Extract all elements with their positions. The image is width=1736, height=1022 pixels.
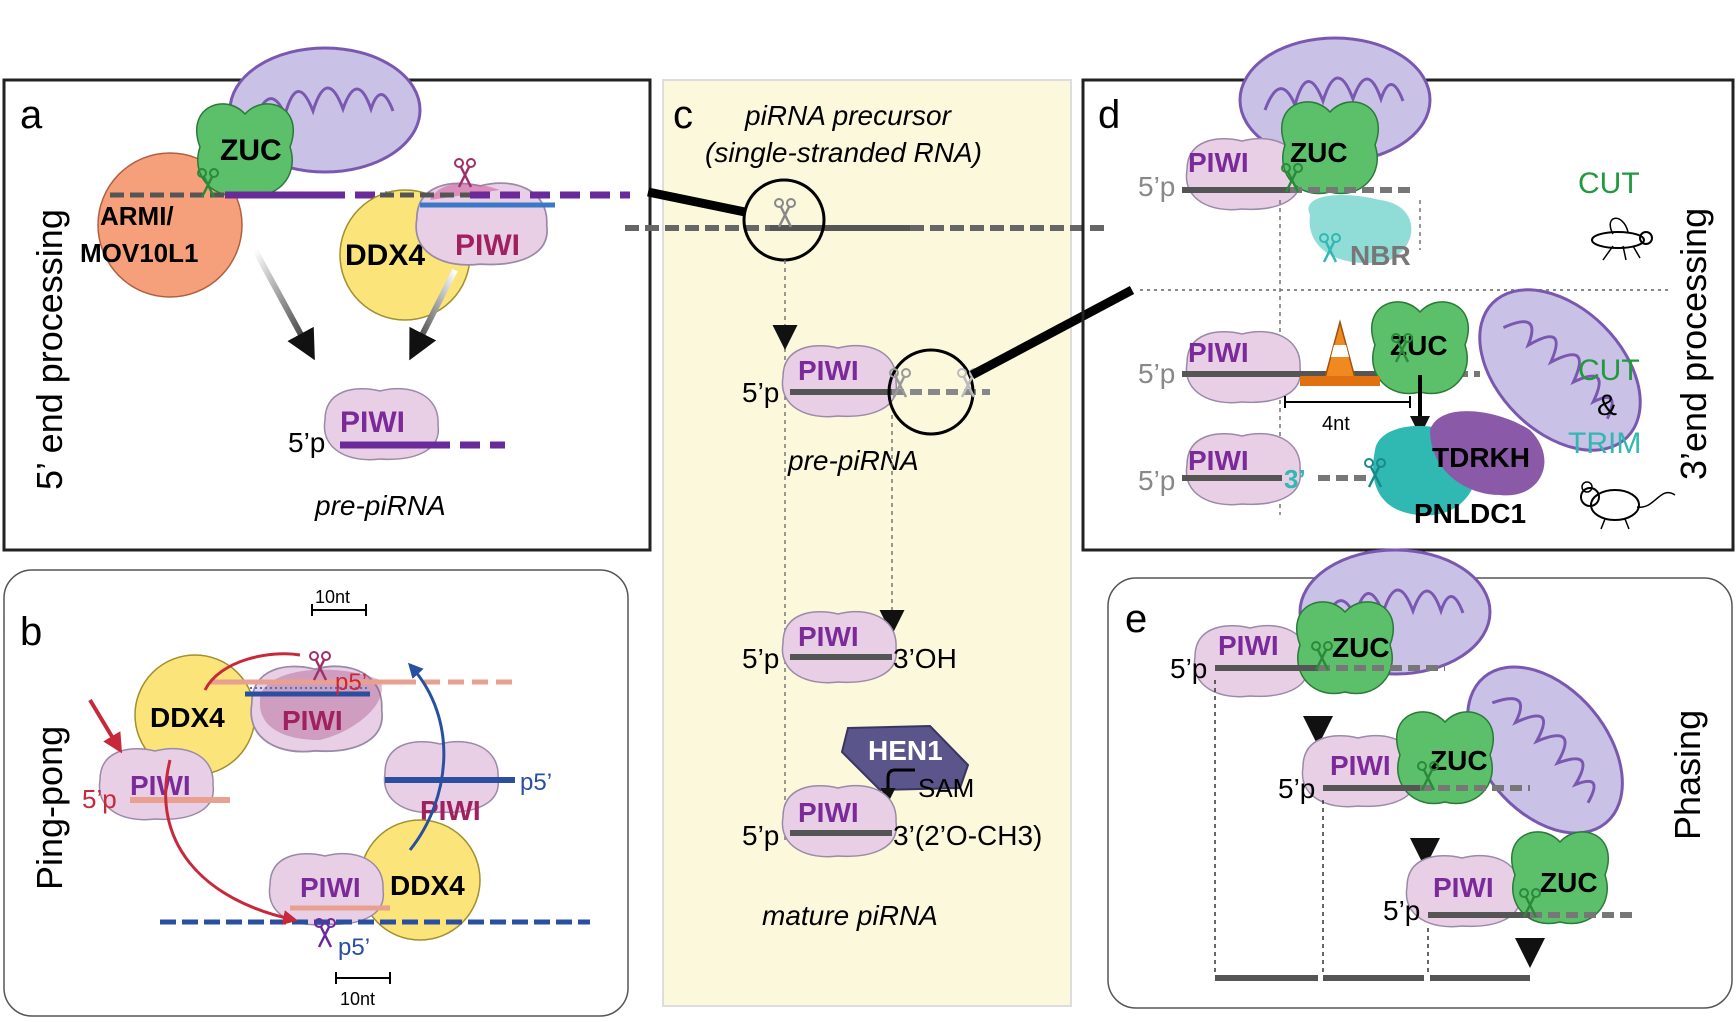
piwi-left-label: PIWI: [130, 770, 191, 801]
d-piwi-2: PIWI: [1188, 337, 1249, 368]
piwi-top-label: PIWI: [282, 705, 343, 736]
five-prime-1: 5’p: [742, 377, 779, 408]
cycle-arc-red: [203, 652, 301, 691]
panel-b-letter: b: [20, 610, 42, 654]
d-five-prime-1: 5’p: [1138, 171, 1175, 202]
e-five-prime-3: 5’p: [1383, 895, 1420, 926]
precursor-line1: piRNA precursor: [744, 100, 953, 131]
five-prime-3: 5’p: [742, 820, 779, 851]
pnldc1-label: PNLDC1: [1414, 498, 1526, 529]
hen1-label: HEN1: [868, 735, 943, 766]
p5-right-label: p5’: [520, 769, 552, 796]
piwi-result-label: PIWI: [340, 406, 405, 439]
hen1-protein: [840, 724, 970, 792]
tdrkh-protein: [1430, 411, 1545, 496]
e-five-prime-2: 5’p: [1278, 773, 1315, 804]
d-zuc-1: ZUC: [1290, 137, 1348, 168]
precursor-line2: (single-stranded RNA): [705, 137, 982, 168]
p5-top-label: p5’: [335, 669, 367, 696]
d-five-prime-2: 5’p: [1138, 358, 1175, 389]
panel-d-letter: d: [1098, 93, 1120, 137]
four-nt-label: 4nt: [1322, 413, 1350, 435]
zoom-connector-left: [647, 187, 746, 217]
five-prime-2: 5’p: [742, 643, 779, 674]
e-five-prime-1: 5’p: [1170, 653, 1207, 684]
sam-label: SAM: [918, 773, 974, 803]
e-piwi-2: PIWI: [1330, 750, 1391, 781]
d-five-prime-3: 5’p: [1138, 465, 1175, 496]
arrow-left: [252, 248, 315, 361]
tdrkh-label: TDRKH: [1432, 442, 1530, 473]
d-piwi-3: PIWI: [1188, 445, 1249, 476]
e-zuc-3: ZUC: [1540, 867, 1598, 898]
piwi-1-label: PIWI: [798, 355, 859, 386]
arrow-in: [88, 698, 123, 754]
zoom-circle: [742, 178, 826, 262]
panel-c-background: [662, 79, 1072, 1007]
cycle-arrow-red: [164, 759, 298, 925]
ddx4-top-label: DDX4: [150, 702, 225, 733]
five-prime-label: 5’p: [288, 427, 325, 458]
traffic-cone-icon: [1300, 319, 1380, 386]
panel-a-side-label: 5’ end processing: [29, 209, 70, 490]
e-piwi-3: PIWI: [1433, 872, 1494, 903]
d-piwi-1: PIWI: [1188, 147, 1249, 178]
piwi-3-label: PIWI: [798, 797, 859, 828]
panel-e-letter: e: [1125, 597, 1147, 641]
ddx4-bottom-label: DDX4: [390, 870, 465, 901]
armi-label: ARMI/: [100, 201, 174, 231]
five-prime-left: 5’p: [82, 784, 117, 814]
pre-pirna-label: pre-piRNA: [787, 445, 919, 476]
piwi-label: PIWI: [455, 229, 520, 262]
zuc-label: ZUC: [220, 134, 282, 167]
sam-arrow: [880, 768, 915, 803]
panel-a-letter: a: [20, 93, 43, 137]
mov10l1-label: MOV10L1: [80, 238, 199, 268]
panel-e-side-label: Phasing: [1667, 710, 1708, 840]
e-piwi-1: PIWI: [1218, 630, 1279, 661]
cycle-arrow-blue: [407, 662, 446, 851]
three-prime-label: 3’: [1284, 464, 1306, 494]
three-oh-label: 3’OH: [893, 643, 957, 674]
pre-pirna-caption: pre-piRNA: [314, 490, 446, 521]
amp-label: &: [1597, 389, 1617, 422]
mouse-icon: [1580, 481, 1676, 530]
nbr-protein: [1308, 195, 1412, 263]
ten-nt-top: 10nt: [315, 587, 350, 607]
zoom-connector-right: [969, 286, 1135, 379]
panel-d-side-label: 3’end processing: [1673, 208, 1714, 480]
piwi-bottom-label: PIWI: [300, 872, 361, 903]
nbr-label: NBR: [1350, 240, 1411, 271]
zoom-circle: [887, 348, 975, 436]
e-zuc-2: ZUC: [1430, 745, 1488, 776]
p5-bottom-label: p5’: [338, 934, 370, 961]
ddx4-label: DDX4: [345, 239, 425, 272]
mature-pirna-label: mature piRNA: [762, 900, 938, 931]
ten-nt-bottom: 10nt: [340, 989, 375, 1009]
panel-b-side-label: Ping-pong: [29, 726, 70, 890]
fly-icon: [1591, 217, 1653, 261]
cut-label-1: CUT: [1578, 167, 1640, 200]
e-zuc-1: ZUC: [1332, 632, 1390, 663]
arrow-right: [409, 268, 458, 361]
cut-label-2: CUT: [1578, 354, 1640, 387]
three-mod-label: 3’(2’O-CH3): [893, 820, 1042, 851]
trim-label: TRIM: [1568, 427, 1641, 460]
panel-c-letter: c: [673, 93, 693, 137]
panel-b-frame: [3, 569, 629, 1017]
piwi-2-label: PIWI: [798, 621, 859, 652]
